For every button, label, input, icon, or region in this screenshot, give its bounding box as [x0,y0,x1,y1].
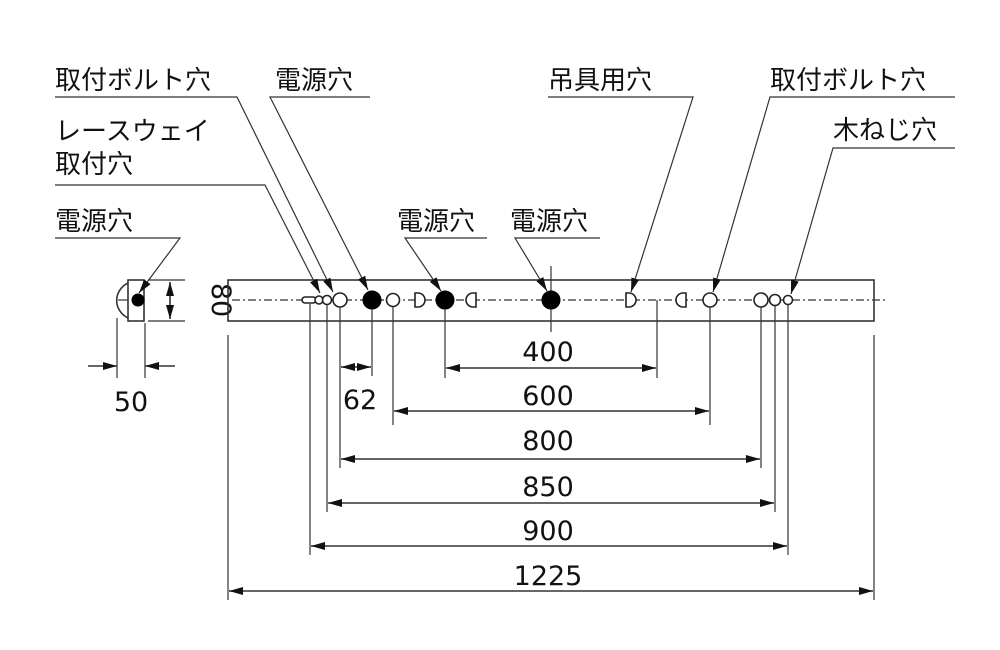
hanger-hole [625,292,637,308]
label-power-hole-top: 電源穴 [275,66,353,96]
label-raceway-line1: レースウェイ [55,117,210,147]
dim-800: 800 [522,426,574,457]
mount-bolt-hole [702,292,718,308]
dimension-lines: 62 400 600 800 850 900 1225 [229,337,873,595]
dim-900: 900 [522,516,574,547]
callouts: 取付ボルト穴 レースウェイ 取付穴 電源穴 電源穴 電源穴 電源穴 吊具用穴 取… [55,66,955,295]
dim-400: 400 [522,337,574,368]
wood-screw-hole [782,294,794,306]
label-wood-screw-hole: 木ねじ穴 [833,116,937,146]
dim-62: 62 [343,385,377,416]
height-dim-text: 80 [205,283,236,317]
label-hanger-hole: 吊具用穴 [548,66,652,96]
label-mount-bolt-hole-right: 取付ボルト穴 [770,66,926,96]
label-power-hole-mid1: 電源穴 [397,207,475,237]
fixture-body [227,266,886,332]
power-hole [362,290,382,310]
side-view: 80 50 [88,279,236,418]
label-mount-bolt-hole-left: 取付ボルト穴 [55,66,211,96]
depth-dim-text: 50 [114,387,148,418]
dim-1225: 1225 [514,561,583,592]
dim-850: 850 [522,472,574,503]
mount-bolt-hole [321,294,333,306]
power-hole [435,290,455,310]
label-power-hole-mid2: 電源穴 [510,207,588,237]
dim-600: 600 [522,381,574,412]
label-raceway-line2: 取付穴 [55,150,133,180]
power-hole-side-mark [131,293,145,307]
raceway-slot [301,296,317,304]
label-power-hole-side: 電源穴 [55,207,133,237]
extension-lines [227,300,875,600]
power-hole [541,290,561,310]
